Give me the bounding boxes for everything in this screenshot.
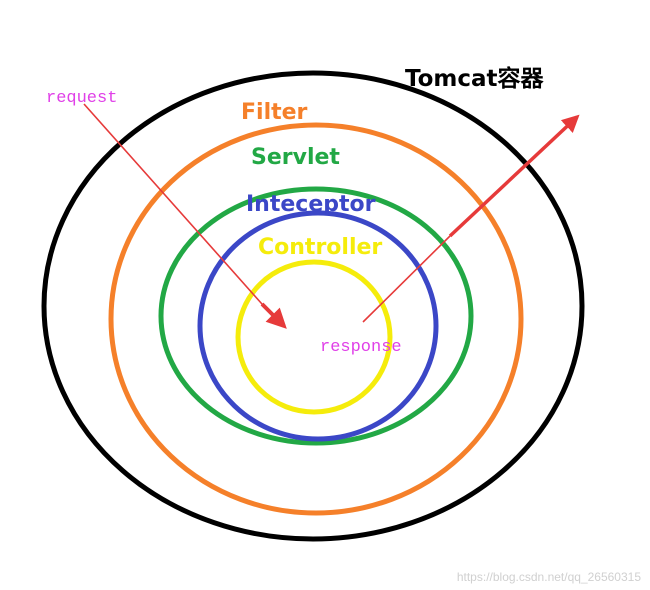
- servlet-label: Servlet: [251, 145, 340, 170]
- request-label: request: [46, 89, 117, 108]
- controller-layer-ellipse: [235, 259, 393, 415]
- filter-label: Filter: [241, 100, 308, 125]
- response-arrowhead: [448, 114, 580, 238]
- tomcat-container-ellipse: [41, 70, 585, 542]
- interceptor-label: Inteceptor: [246, 192, 376, 217]
- watermark-text: https://blog.csdn.net/qq_26560315: [457, 570, 641, 584]
- request-arrow-line: [83, 103, 271, 314]
- tomcat-label: Tomcat容器: [405, 65, 545, 92]
- controller-label: Controller: [258, 235, 382, 260]
- filter-layer-ellipse: [108, 122, 524, 516]
- interceptor-layer-ellipse: [197, 210, 439, 442]
- request-arrowhead: [260, 302, 287, 329]
- response-label: response: [320, 338, 402, 357]
- response-arrow-line: [362, 235, 451, 323]
- servlet-layer-ellipse: [158, 186, 474, 446]
